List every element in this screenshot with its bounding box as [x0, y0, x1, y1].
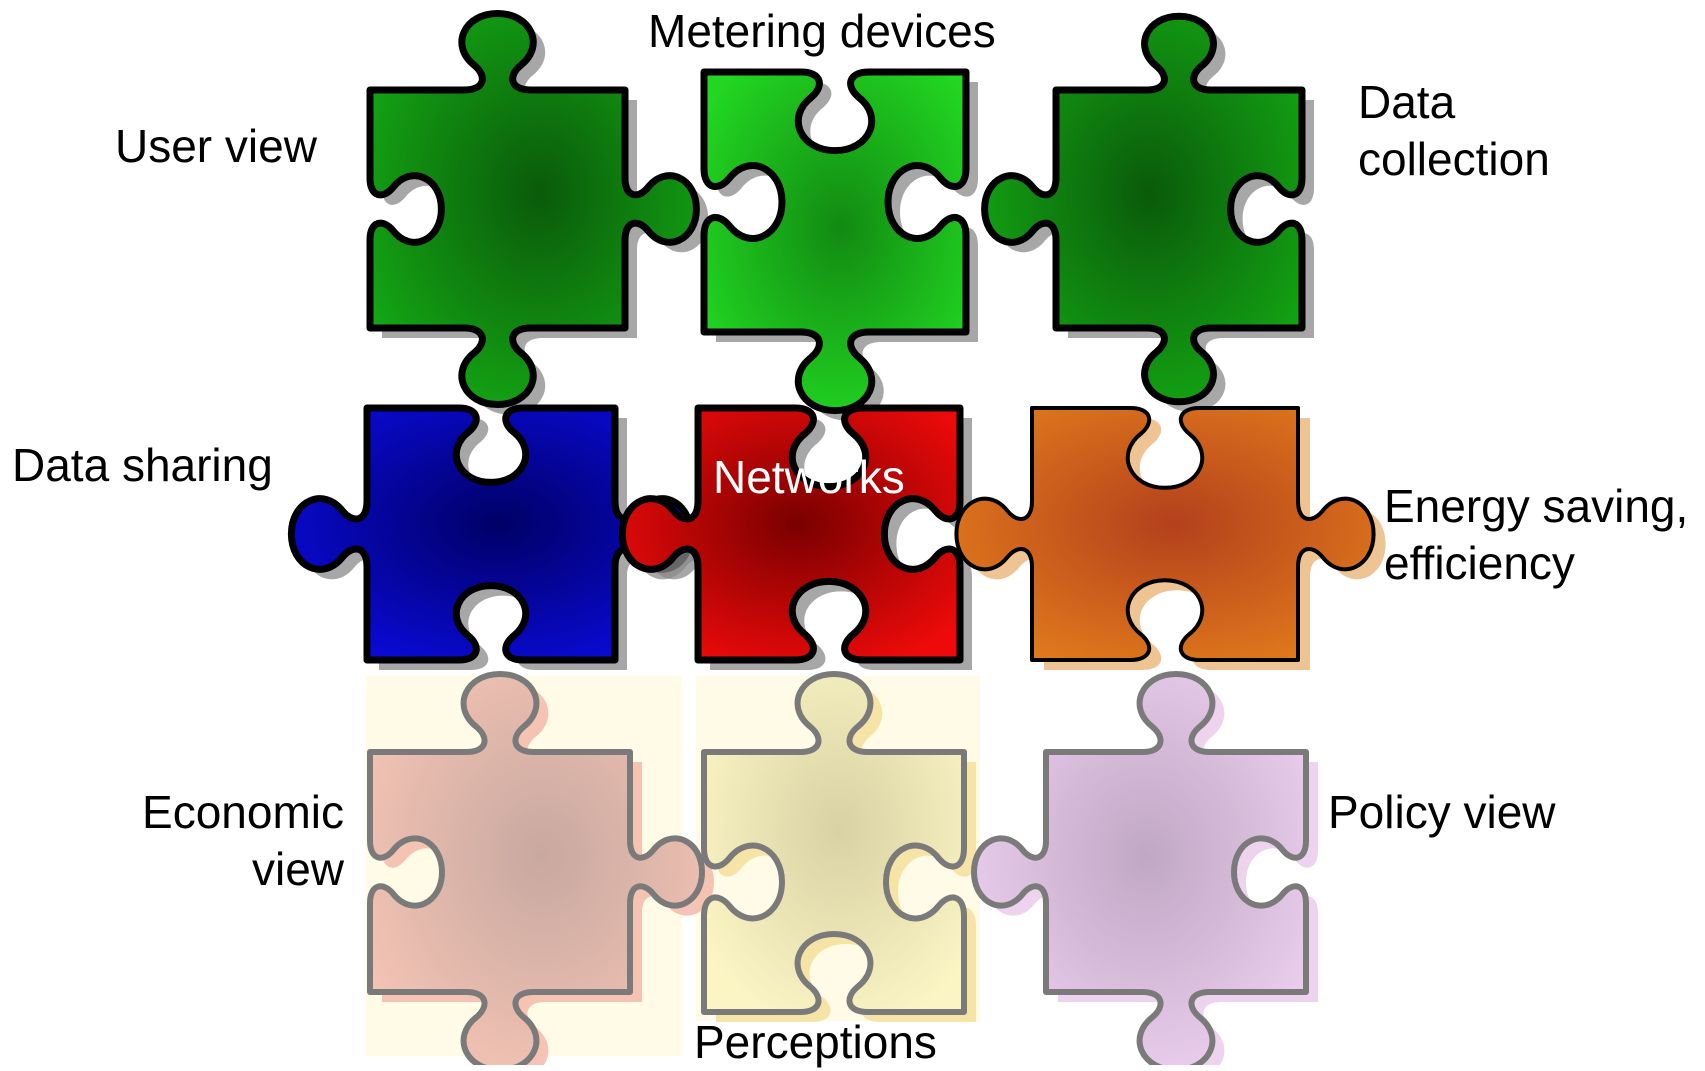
label-metering-devices: Metering devices	[648, 5, 996, 57]
puzzle-piece-metering-devices	[700, 68, 978, 421]
label-data-collection-line1: Data	[1358, 76, 1456, 128]
puzzle-piece-data-sharing	[287, 404, 703, 670]
puzzle-piece-policy-view	[971, 671, 1318, 1071]
piece-body	[618, 404, 964, 664]
piece-body	[971, 671, 1309, 1071]
puzzle-piece-perceptions	[701, 671, 976, 1022]
label-economic-view-line2: view	[251, 843, 344, 895]
label-policy-view: Policy view	[1328, 786, 1556, 838]
piece-body	[701, 671, 967, 1015]
label-user-view: User view	[115, 120, 317, 172]
puzzle-piece-economic-view	[367, 671, 714, 1071]
piece-body	[287, 404, 695, 664]
puzzle-pieces	[287, 10, 1386, 1071]
label-data-sharing: Data sharing	[12, 439, 273, 491]
label-economic-view-line1: Economic	[142, 786, 344, 838]
puzzle-piece-energy-saving	[954, 406, 1386, 670]
label-perceptions: Perceptions	[694, 1016, 937, 1068]
piece-body	[366, 10, 700, 408]
piece-body	[700, 68, 970, 415]
puzzle-piece-data-collection	[981, 12, 1314, 412]
label-energy-saving-line2: efficiency	[1384, 537, 1575, 589]
label-energy-saving-line1: Energy saving,	[1384, 480, 1689, 532]
label-data-collection-line2: collection	[1358, 133, 1550, 185]
puzzle-piece-networks	[618, 404, 972, 670]
puzzle-piece-user-view	[366, 10, 709, 415]
piece-body	[367, 671, 705, 1071]
label-networks: Networks	[713, 451, 905, 503]
piece-body	[954, 406, 1376, 662]
piece-body	[981, 12, 1306, 406]
